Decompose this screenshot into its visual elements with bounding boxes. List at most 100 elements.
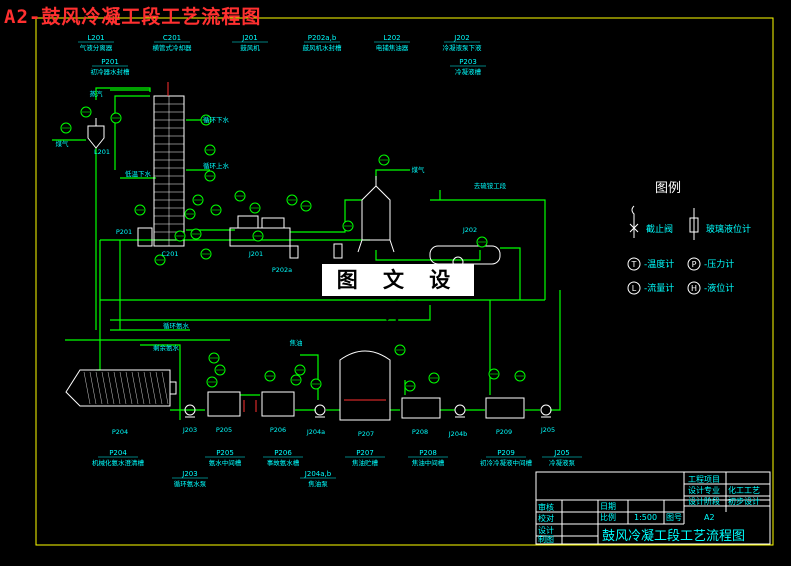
l202-legs — [357, 239, 395, 253]
stream-label-steam: 蒸汽 — [90, 89, 104, 98]
p209-tank — [485, 397, 525, 419]
instrument-bubble — [514, 370, 526, 382]
pump — [184, 404, 196, 418]
instrument-bubble — [476, 236, 488, 248]
instrument-bubble — [290, 374, 302, 386]
l201-separator — [87, 125, 105, 149]
instrument-bubble — [60, 122, 72, 134]
footer-name: 焦油泵 — [308, 479, 328, 488]
instrument-bubble — [200, 114, 212, 126]
stream-label-tar-to-storage: 焦油 — [290, 338, 303, 347]
sheet-label: 图号 — [666, 513, 682, 522]
instrument-bubble — [154, 254, 166, 266]
p206-tank — [261, 391, 295, 417]
remaining-ammonia-line — [140, 344, 181, 400]
j201-motor — [261, 217, 285, 229]
sig-draw: 制图 — [538, 534, 554, 544]
instrument-bubble — [174, 230, 186, 242]
stream-label-low-temp-water: 低温下水 — [125, 169, 152, 178]
header-tag: C201 — [163, 34, 181, 42]
level-gauge-body-icon — [689, 217, 699, 233]
instrument-bubbles — [60, 106, 526, 392]
instrument-bubble — [210, 204, 222, 216]
equipment-tag-p201: P201 — [116, 228, 132, 236]
p205-tank — [207, 391, 241, 417]
equipment-tag-p205: P205 — [216, 426, 232, 434]
scale-value: 1:500 — [634, 513, 657, 522]
header-name: 冷凝液泵下液 — [443, 43, 483, 52]
design-value: 化工工艺 — [728, 485, 760, 495]
instrument-bubble — [249, 202, 261, 214]
stage-value: 初步设计 — [728, 496, 760, 506]
sig-check: 校对 — [538, 513, 554, 523]
instrument-bubble — [184, 208, 196, 220]
p207-tar-storage — [339, 350, 391, 421]
hatch-line — [131, 371, 139, 405]
date-label: 日期 — [600, 502, 616, 511]
header-tag: P201 — [101, 58, 119, 66]
equipment-tag-p209: P209 — [496, 428, 512, 436]
l202-electric-tar-catcher — [361, 185, 391, 241]
equipment-tag-c201: C201 — [162, 250, 179, 258]
legend-label-valve: 截止阀 — [646, 223, 673, 235]
p202a-seal — [289, 245, 299, 259]
stream-label-cooling-water-out: 循环下水 — [203, 115, 230, 124]
hatch-line — [125, 371, 133, 405]
header-name: 气液分离器 — [80, 43, 113, 52]
line-j205-return — [550, 290, 561, 411]
p204-clarifier — [65, 369, 171, 407]
instrument-bubble — [110, 112, 122, 124]
hatch-line — [113, 371, 121, 405]
instrument-bubble — [378, 154, 390, 166]
p204-hatch — [83, 371, 169, 405]
c201-cooler-tubes — [154, 96, 184, 246]
hatch-line — [101, 371, 109, 405]
instrument-bubble — [404, 380, 416, 392]
instrument-bubble — [80, 106, 92, 118]
line-to-sulfur — [430, 199, 546, 300]
header-equipment-labels: L201气液分离器C201横管式冷却器J201鼓风机P202a,b鼓风机水封槽L… — [78, 34, 486, 76]
drawing-title: 鼓风冷凝工段工艺流程图 — [602, 528, 745, 544]
pump — [454, 404, 466, 418]
title-block — [535, 471, 771, 545]
header-name: 电捕焦油器 — [376, 43, 409, 52]
footer-tag: J204a,b — [304, 470, 332, 478]
footer-tag: P205 — [216, 449, 234, 457]
scale-label: 比例 — [600, 512, 616, 522]
title-block-frame — [535, 471, 771, 545]
footer-name: 焦油中间槽 — [412, 458, 445, 467]
hatch-line — [155, 371, 163, 405]
footer-tag: P207 — [356, 449, 374, 457]
instrument-bubble — [190, 228, 202, 240]
stream-labels: 煤气蒸汽循环下水循环上水低温下水煤气去硫铵工段焦油循环氨水剩余氨水 — [56, 89, 507, 352]
header-name: 冷凝液槽 — [455, 67, 482, 76]
footer-tag: P208 — [419, 449, 437, 457]
hatch-line — [137, 371, 145, 405]
stream-label-remaining-ammonia: 剩余氨水 — [153, 343, 180, 352]
footer-tag: P206 — [274, 449, 292, 457]
title-block-cols — [561, 472, 727, 544]
watermark-banner: 图 文 设 计 — [322, 264, 474, 324]
line-etc-to-condensate — [375, 250, 481, 261]
tank-heater-accent — [243, 399, 386, 412]
sheet-number: A2 — [704, 513, 715, 522]
instrument-bubble — [208, 352, 220, 364]
p204-outlet — [169, 381, 177, 395]
instrument-bubble — [200, 248, 212, 260]
header-name: 初冷器水封槽 — [91, 67, 131, 76]
instrument-bubble — [134, 204, 146, 216]
equipment-tag-j202: J202 — [462, 226, 477, 234]
legend-label-flow: -流量计 — [644, 282, 674, 294]
return-line-upper — [110, 305, 431, 321]
stream-label-gas-out: 煤气 — [412, 165, 426, 174]
hatch-line — [83, 371, 91, 405]
flowmeter-icon — [627, 281, 641, 295]
instrument-bubble — [342, 220, 354, 232]
line-tar-up — [300, 354, 319, 400]
instrument-bubble — [294, 364, 306, 376]
instrument-bubble — [214, 364, 226, 376]
footer-tag: P209 — [497, 449, 515, 457]
legend-title: 图例 — [655, 181, 681, 196]
